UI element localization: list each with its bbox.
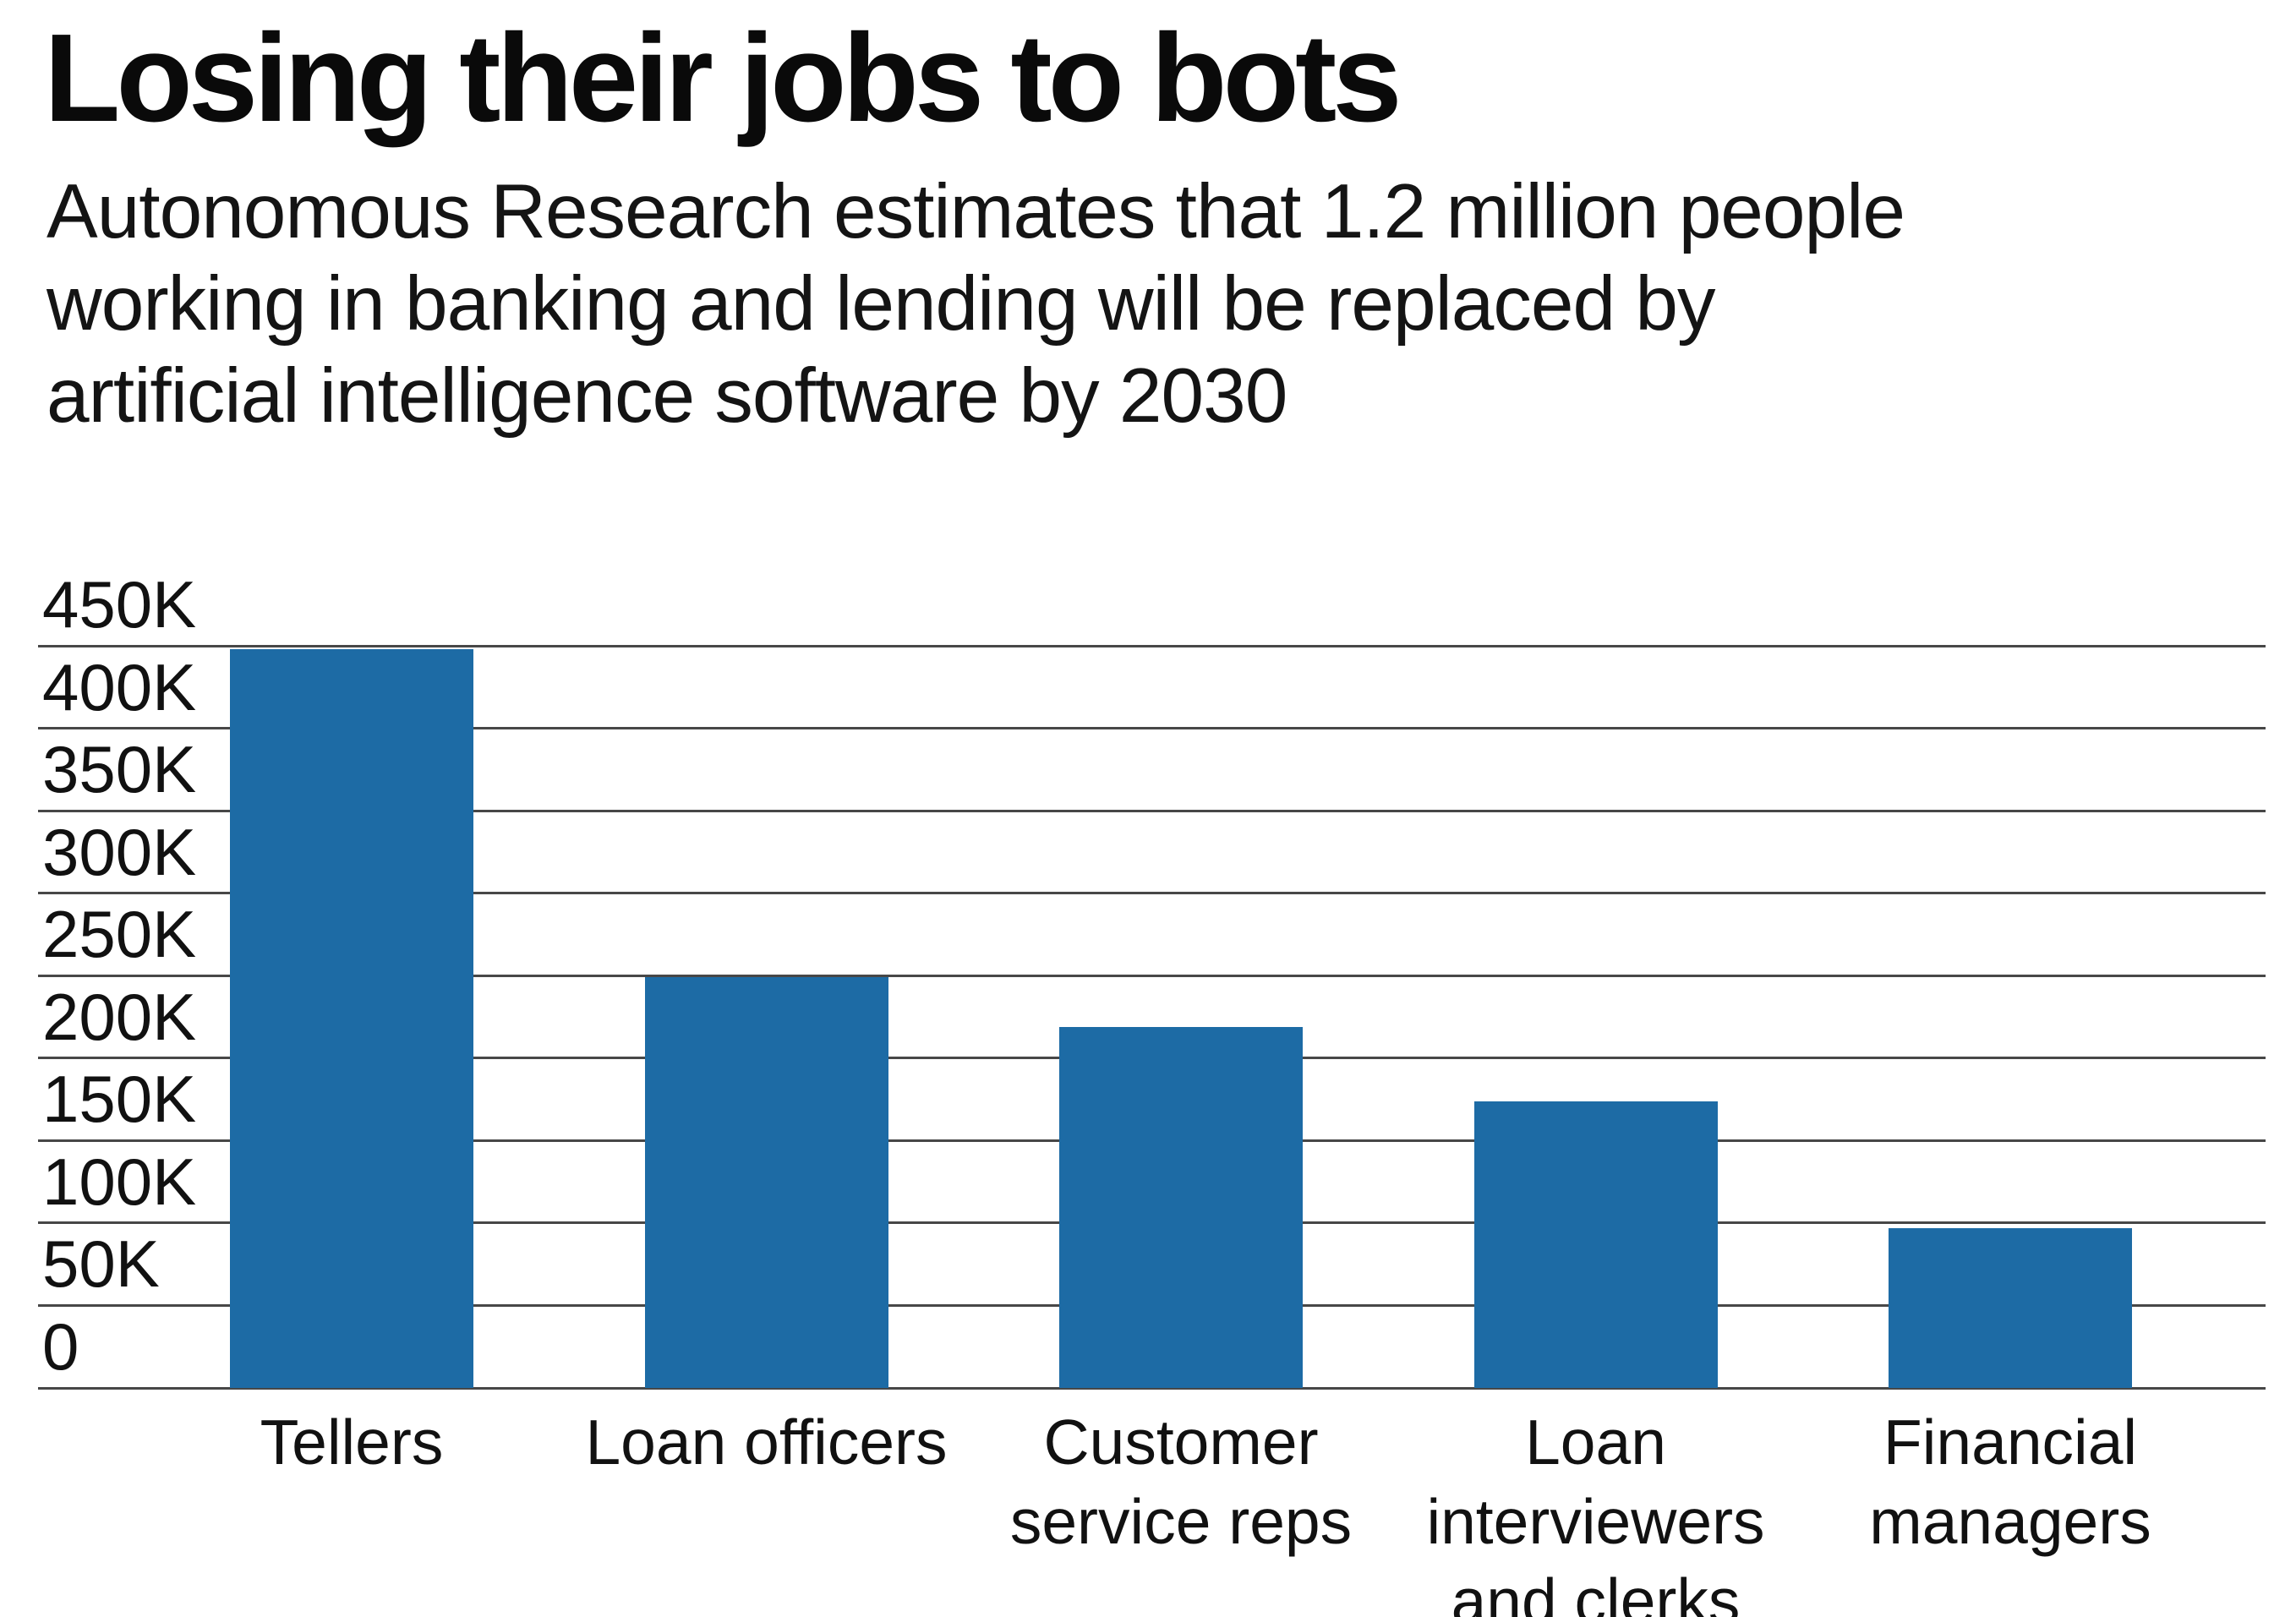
- bar-loan-interviewers-and-clerks: [1473, 1101, 1718, 1388]
- y-tick-label-450K: 450K: [42, 567, 197, 642]
- y-tick-label-50K: 50K: [42, 1226, 160, 1302]
- gridline-0: [38, 1386, 2266, 1390]
- gridline-400K: [38, 727, 2266, 730]
- bar-tellers: [230, 648, 473, 1388]
- y-tick-label-300K: 300K: [42, 814, 197, 889]
- x-category-label-loan-officers: Loan officers: [585, 1407, 948, 1478]
- bar-financial-managers: [1889, 1227, 2132, 1388]
- y-tick-label-100K: 100K: [42, 1144, 197, 1219]
- gridline-300K: [38, 892, 2266, 895]
- bar-loan-officers: [644, 977, 888, 1388]
- chart-subtitle: Autonomous Research estimates that 1.2 m…: [46, 169, 1905, 440]
- chart-title: Losing their jobs to bots: [44, 8, 1402, 148]
- y-tick-label-200K: 200K: [42, 979, 197, 1054]
- x-category-label-tellers: Tellers: [260, 1407, 444, 1478]
- gridline-450K: [38, 644, 2266, 647]
- x-category-label-customer-service-reps: Customer service reps: [1009, 1407, 1353, 1557]
- bar-customer-service-reps: [1059, 1026, 1303, 1388]
- x-category-label-financial-managers: Financial managers: [1869, 1407, 2151, 1557]
- y-tick-label-150K: 150K: [42, 1062, 197, 1137]
- y-tick-label-400K: 400K: [42, 649, 197, 724]
- y-tick-label-350K: 350K: [42, 732, 197, 807]
- gridline-250K: [38, 974, 2266, 977]
- y-tick-label-0: 0: [42, 1309, 79, 1384]
- x-category-label-loan-interviewers-and-clerks: Loan interviewers and clerks: [1426, 1407, 1765, 1617]
- gridline-350K: [38, 809, 2266, 812]
- y-tick-label-250K: 250K: [42, 897, 197, 972]
